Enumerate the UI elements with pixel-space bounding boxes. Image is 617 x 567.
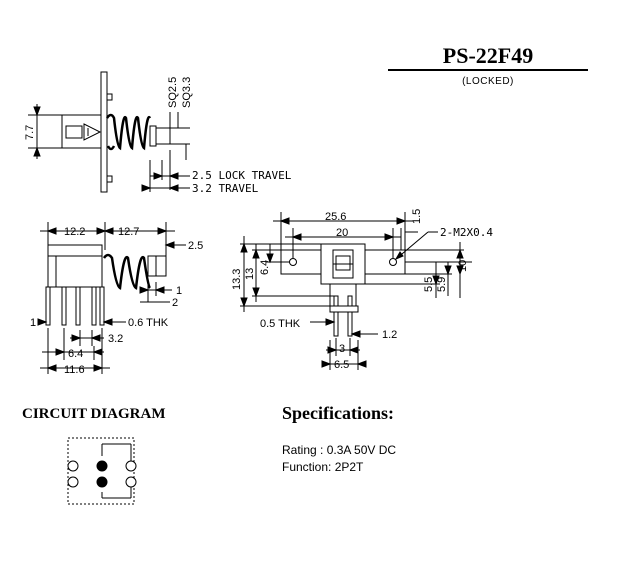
dim-sq-small: SQ2.5 xyxy=(167,77,179,108)
dim-travel: 3.2 TRAVEL xyxy=(192,182,259,195)
dim-screw: 2-M2X0.4 xyxy=(440,226,493,239)
dim-pin-left: 1 xyxy=(30,317,36,329)
dim-height-5-5: 5.5 xyxy=(423,277,435,292)
terminal-circle xyxy=(125,460,137,472)
dim-height-7-7: 7.7 xyxy=(24,125,36,140)
dim-shaft-length: 12.7 xyxy=(118,226,139,238)
dim-hole-spacing: 20 xyxy=(336,227,348,239)
dim-pin-row: 6.4 xyxy=(68,348,83,360)
specifications-title: Specifications: xyxy=(282,403,394,423)
dim-overall-width: 11.6 xyxy=(64,364,85,376)
spec-function: Function: 2P2T xyxy=(282,460,364,474)
dim-pin-thickness: 0.6 THK xyxy=(128,317,169,329)
spec-rating: Rating : 0.3A 50V DC xyxy=(282,443,397,457)
dim-pin-spacing: 3.2 xyxy=(108,333,123,345)
dim-1: 1 xyxy=(176,285,182,297)
dim-terminal-spacing: 3 xyxy=(339,343,345,355)
dim-height-5-9: 5.9 xyxy=(436,277,448,292)
terminal-dot xyxy=(96,476,108,488)
dim-height-13: 13 xyxy=(244,268,256,280)
dim-height-10: 10 xyxy=(457,260,469,272)
dim-body-width: 12.2 xyxy=(64,226,85,238)
dim-height-13-3: 13.3 xyxy=(231,269,243,290)
part-number: PS-22F49 xyxy=(442,43,534,68)
dim-2: 2 xyxy=(172,297,178,309)
title-underline xyxy=(388,69,588,71)
side-view xyxy=(28,71,190,193)
circuit-diagram xyxy=(67,437,137,505)
terminal-circle xyxy=(125,476,137,488)
top-view xyxy=(240,212,472,370)
terminal-circle xyxy=(67,476,79,488)
part-variant: (LOCKED) xyxy=(462,76,514,87)
dim-terminal-width: 1.2 xyxy=(382,329,397,341)
circuit-diagram-title: CIRCUIT DIAGRAM xyxy=(22,406,166,422)
dim-thickness: 0.5 THK xyxy=(260,318,301,330)
dim-overall-length: 25.6 xyxy=(325,211,346,223)
terminal-circle xyxy=(67,460,79,472)
dim-shaft-height: 2.5 xyxy=(188,240,203,252)
dim-sq-large: SQ3.3 xyxy=(181,77,193,108)
dim-height-6-4: 6.4 xyxy=(259,260,271,275)
terminal-dot xyxy=(96,460,108,472)
dim-lock-travel: 2.5 LOCK TRAVEL xyxy=(192,169,292,182)
dim-slot-width: 1.5 xyxy=(411,209,423,224)
front-view xyxy=(37,222,186,374)
dim-terminal-span: 6.5 xyxy=(334,359,349,371)
